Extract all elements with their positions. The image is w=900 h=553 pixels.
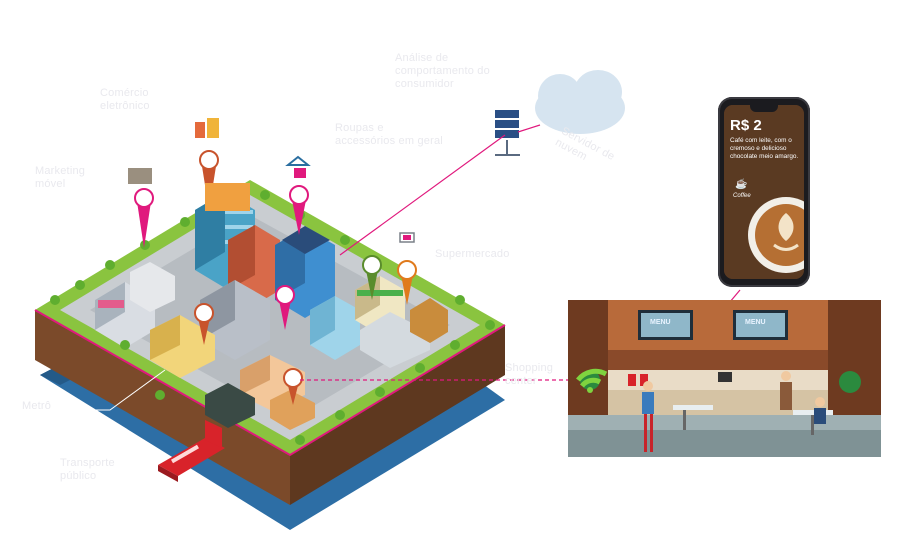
boxes-icon	[128, 168, 152, 184]
metro-leader	[70, 369, 166, 411]
person-icon	[643, 381, 653, 391]
cart-icon	[399, 232, 415, 243]
wifi-pin-icon	[397, 260, 417, 280]
hanger-icon	[285, 155, 311, 166]
wifi-pin-icon	[289, 185, 309, 205]
wifi-pin-icon	[134, 188, 154, 208]
label-mobile-marketing: Marketing móvel	[35, 165, 86, 190]
cloud-server	[495, 70, 625, 156]
label-shopping: Shopping center	[505, 362, 554, 387]
label-clothing: Roupas e accessórios em geral	[335, 122, 443, 147]
coffee-image	[724, 105, 804, 279]
server-icon	[495, 110, 519, 118]
wifi-pin-icon	[283, 368, 303, 388]
label-metro: Metrô	[22, 400, 52, 412]
phone-notch	[750, 105, 778, 112]
buildings	[95, 192, 448, 430]
product-label: Coffee	[733, 193, 751, 199]
soil-right	[290, 325, 505, 505]
wifi-pin-icon	[199, 150, 219, 170]
phone-screen: R$ 2 Café com leite, com o cremoso e del…	[724, 105, 804, 279]
label-ecommerce: Comércio eletrônico	[100, 87, 150, 112]
smartphone: R$ 2 Café com leite, com o cremoso e del…	[718, 97, 810, 287]
connector-line	[339, 134, 506, 256]
cafe-scene: MENU MENU	[568, 300, 881, 457]
price-text: R$ 2	[730, 117, 762, 134]
label-transport: Transporte público	[60, 457, 115, 482]
product-description: Café com leite, com o cremoso e delicios…	[730, 137, 799, 160]
metro-train	[158, 420, 225, 482]
wifi-pin-icon	[194, 303, 214, 323]
wifi-icon	[576, 368, 608, 382]
menu-board-2: MENU	[745, 319, 766, 326]
wifi-pin-icon	[275, 285, 295, 305]
menu-board-1: MENU	[650, 319, 671, 326]
product-icons	[128, 118, 415, 243]
connector-line	[517, 124, 541, 133]
label-supermarket: Supermercado	[435, 248, 510, 260]
cup-icon: ☕	[735, 179, 748, 190]
soil-left	[35, 310, 290, 505]
wifi-pin-icon	[362, 255, 382, 275]
label-analytics: Análise de comportamento do consumidor	[395, 52, 490, 90]
location-pins	[134, 150, 417, 405]
